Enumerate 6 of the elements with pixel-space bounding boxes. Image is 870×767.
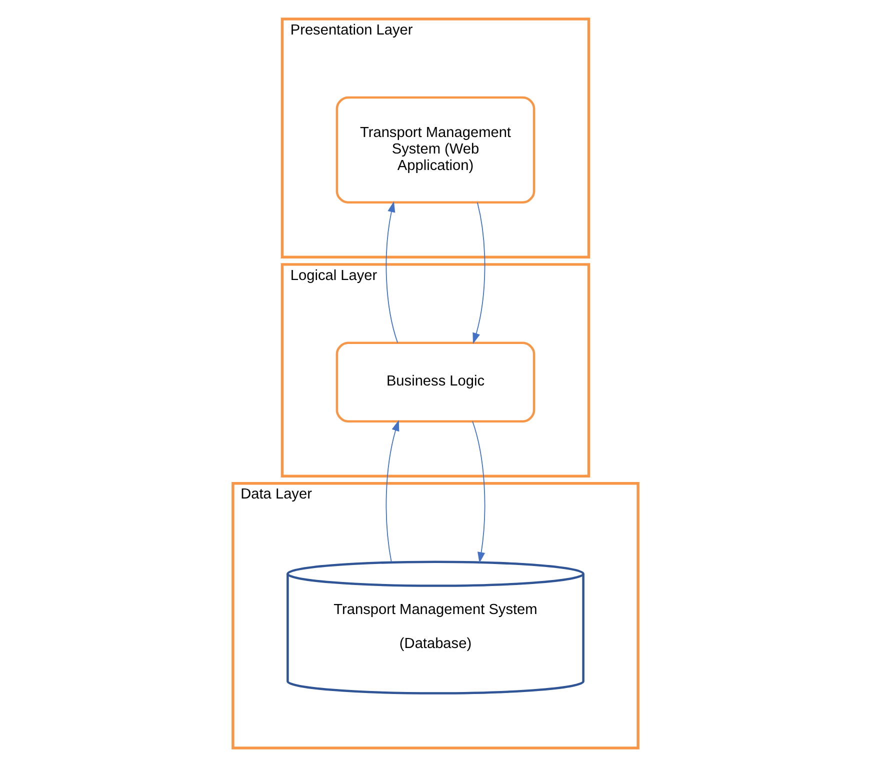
arrow <box>385 201 398 344</box>
arrow <box>472 420 485 564</box>
arrow <box>385 420 399 562</box>
node-box: Transport Management System (Web Application) <box>335 96 535 204</box>
arrow <box>472 202 485 344</box>
node-box: Business Logic <box>335 342 535 422</box>
